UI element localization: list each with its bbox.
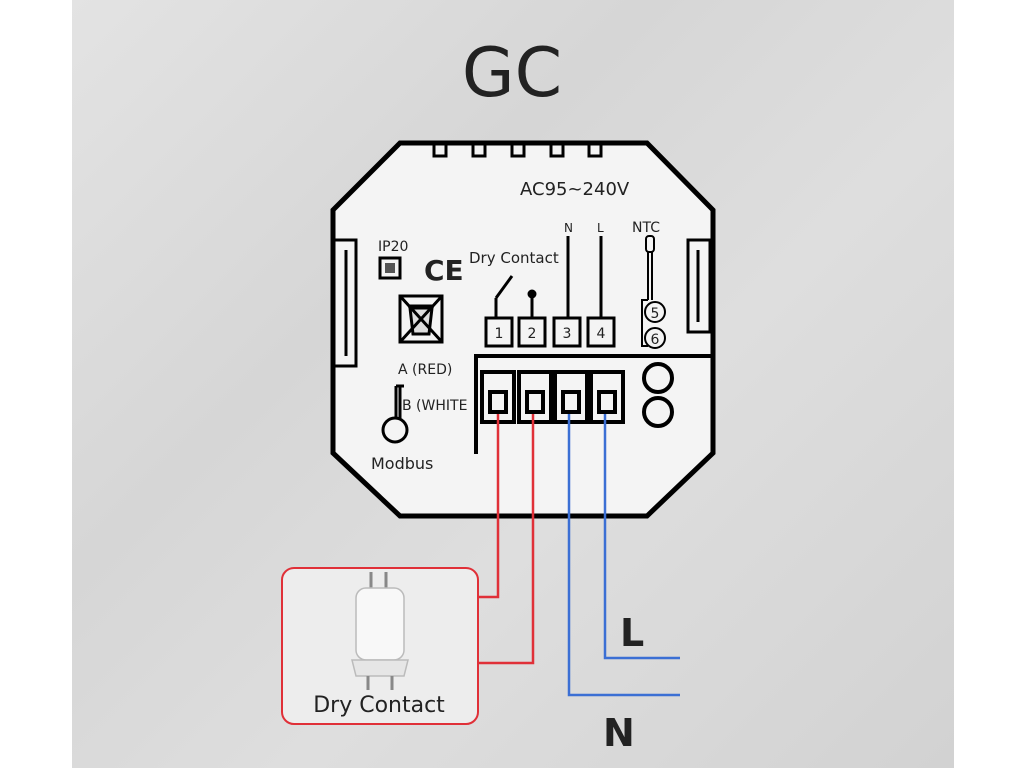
ip-rating-label: IP20 [378,239,408,255]
wires [478,414,680,697]
ip-rating-symbol [378,256,402,280]
l-line-label: L [597,221,604,235]
terminal-block-outline [474,354,713,454]
modbus-connector-icon [381,384,409,444]
ntc-probe-icon [641,235,655,347]
dry-contact-device-label: Dry Contact [313,693,445,718]
terminal-4-label: 4 [597,326,606,342]
modbus-label: Modbus [371,454,433,473]
screw-lower [642,396,674,428]
terminal-2 [517,316,547,348]
screw-upper [642,362,674,394]
ip-rating-symbol-inner [385,263,395,273]
screw-terminals [480,370,625,424]
top-tabs [432,142,603,158]
neutral-label: N [603,711,635,755]
dry-contact-wire-1 [478,414,500,599]
ntc-terminal-5 [644,301,666,323]
ntc-label: NTC [632,220,660,236]
live-label: L [620,611,644,655]
ntc-terminal-6 [644,327,666,349]
modbus-b-label: B (WHITE [402,398,467,414]
terminal-1 [484,316,514,348]
neutral-wire [567,414,680,697]
live-wire [603,414,680,660]
terminal-3 [552,316,582,348]
terminal-4 [586,316,616,348]
ntc-terminal-5-label: 5 [651,306,660,322]
ntc-terminal-6-label: 6 [651,332,660,348]
terminal-3-label: 3 [563,326,572,342]
left-clip [332,238,358,368]
numbered-terminals: 1 2 3 4 [484,316,616,348]
right-clip [686,238,712,334]
dry-contact-label: Dry Contact [469,249,559,267]
diagram-title: GC [462,34,562,113]
n-line-label: N [564,221,573,235]
voltage-label: AC95~240V [520,179,630,200]
modbus-a-label: A (RED) [398,362,452,378]
terminal-2-label: 2 [528,326,537,342]
dry-contact-device-image [351,572,409,690]
switch-symbol [494,275,537,318]
dry-contact-wire-2 [478,414,535,665]
ce-mark: CE [424,254,464,287]
terminal-1-label: 1 [495,326,504,342]
weee-bin-icon [398,294,444,344]
